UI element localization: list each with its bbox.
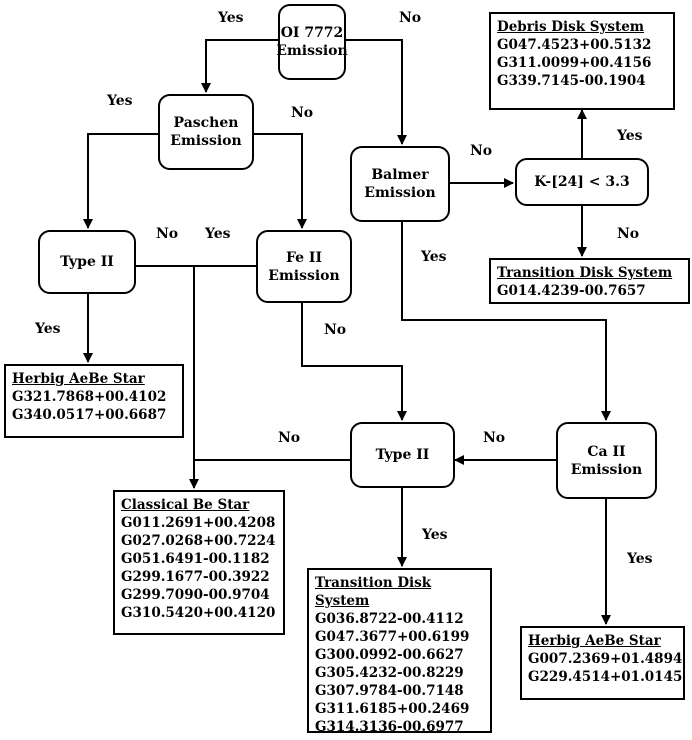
node-feii: Fe II Emission xyxy=(256,230,352,303)
object-id: G036.8722-00.4112 xyxy=(315,611,464,627)
node-type2-left-line1: Type II xyxy=(60,254,114,270)
node-balmer-line2: Emission xyxy=(364,185,436,201)
node-k24-line1: K-[24] < 3.3 xyxy=(534,174,630,190)
result-title: Debris Disk System xyxy=(497,19,645,35)
node-caii-line1: Ca II xyxy=(587,443,626,460)
object-id: G014.4239-00.7657 xyxy=(497,283,646,299)
edge-label-caii-no: No xyxy=(483,430,506,446)
result-classical-be: Classical Be Star G011.2691+00.4208 G027… xyxy=(113,490,285,635)
object-id: G300.0992-00.6627 xyxy=(315,647,464,663)
node-oi7772-line2: Emission xyxy=(276,43,348,59)
edge-label-balmer-yes: Yes xyxy=(421,249,447,265)
edge-paschen-feii xyxy=(254,133,307,229)
edge-label-oi-no: No xyxy=(399,10,422,26)
node-oi7772-line1: OI 7772 xyxy=(280,25,344,41)
result-herbig-right: Herbig AeBe Star G007.2369+01.4894 G229.… xyxy=(520,626,685,700)
object-id: G307.9784-00.7148 xyxy=(315,683,464,699)
object-id: G340.0517+00.6687 xyxy=(12,407,167,423)
object-id: G047.4523+00.5132 xyxy=(497,37,652,53)
edge-oi-balmer xyxy=(346,39,407,145)
edge-feii-type2center xyxy=(301,303,407,421)
node-paschen-line2: Emission xyxy=(170,133,242,149)
object-id: G311.6185+00.2469 xyxy=(315,701,470,717)
object-id: G305.4232-00.8229 xyxy=(315,665,464,681)
node-type2-center-line1: Type II xyxy=(375,447,430,463)
edge-oi-paschen xyxy=(201,39,278,93)
node-feii-line2: Emission xyxy=(268,267,340,284)
result-herbig-left: Herbig AeBe Star G321.7868+00.4102 G340.… xyxy=(4,364,184,438)
object-id: G027.0268+00.7224 xyxy=(121,533,276,549)
node-k24: K-[24] < 3.3 xyxy=(515,158,649,206)
node-feii-line1: Fe II xyxy=(285,249,323,266)
object-id: G047.3677+00.6199 xyxy=(315,629,470,645)
edge-label-k24-no: No xyxy=(617,226,640,242)
node-oi7772: OI 7772 Emission xyxy=(276,4,348,80)
result-title: Transition Disk System xyxy=(497,265,673,281)
node-type2-left: Type II xyxy=(38,230,136,294)
edge-label-feii-no: No xyxy=(324,322,347,338)
edge-label-type2-center-yes: Yes xyxy=(422,527,448,543)
object-id: G310.5420+00.4120 xyxy=(121,605,276,621)
object-id: G011.2691+00.4208 xyxy=(121,515,276,531)
result-title: Classical Be Star xyxy=(121,497,250,513)
object-id: G051.6491-00.1182 xyxy=(121,551,270,567)
node-balmer-line1: Balmer xyxy=(371,167,429,183)
result-debris-disk: Debris Disk System G047.4523+00.5132 G31… xyxy=(489,12,675,110)
node-paschen-line1: Paschen xyxy=(173,115,239,131)
node-caii: Ca II Emission xyxy=(556,422,657,499)
edge-label-caii-yes: Yes xyxy=(627,551,653,567)
result-transition-disk-top: Transition Disk System G014.4239-00.7657 xyxy=(489,258,690,304)
edge-label-paschen-no: No xyxy=(291,105,314,121)
node-caii-line2: Emission xyxy=(570,461,643,478)
edge-label-type2-left-no: No xyxy=(156,226,179,242)
edge-label-balmer-no: No xyxy=(470,143,493,159)
node-type2-center: Type II xyxy=(350,422,455,488)
object-id: G321.7868+00.4102 xyxy=(12,389,167,405)
object-id: G229.4514+01.0145 xyxy=(528,669,683,685)
node-balmer: Balmer Emission xyxy=(350,146,450,222)
edge-label-paschen-yes: Yes xyxy=(107,93,133,109)
result-title: Transition Disk System xyxy=(315,575,432,609)
object-id: G299.7090-00.9704 xyxy=(121,587,270,603)
edge-label-feii-yes: Yes xyxy=(205,226,231,242)
object-id: G007.2369+01.4894 xyxy=(528,651,683,667)
edge-paschen-type2left xyxy=(83,133,160,229)
edge-label-type2-left-yes: Yes xyxy=(35,321,61,337)
object-id: G314.3136-00.6977 xyxy=(315,719,464,735)
result-transition-disk-bottom: Transition Disk System G036.8722-00.4112… xyxy=(307,568,492,735)
object-id: G311.0099+00.4156 xyxy=(497,55,652,71)
edge-label-k24-yes: Yes xyxy=(617,128,643,144)
object-id: G339.7145-00.1904 xyxy=(497,73,646,89)
object-id: G299.1677-00.3922 xyxy=(121,569,270,585)
result-title: Herbig AeBe Star xyxy=(528,633,661,649)
edge-label-oi-yes: Yes xyxy=(218,10,244,26)
edge-label-type2-center-no: No xyxy=(278,430,301,446)
edge-balmer-caii xyxy=(401,222,611,421)
node-paschen: Paschen Emission xyxy=(158,94,254,170)
result-title: Herbig AeBe Star xyxy=(12,371,145,387)
